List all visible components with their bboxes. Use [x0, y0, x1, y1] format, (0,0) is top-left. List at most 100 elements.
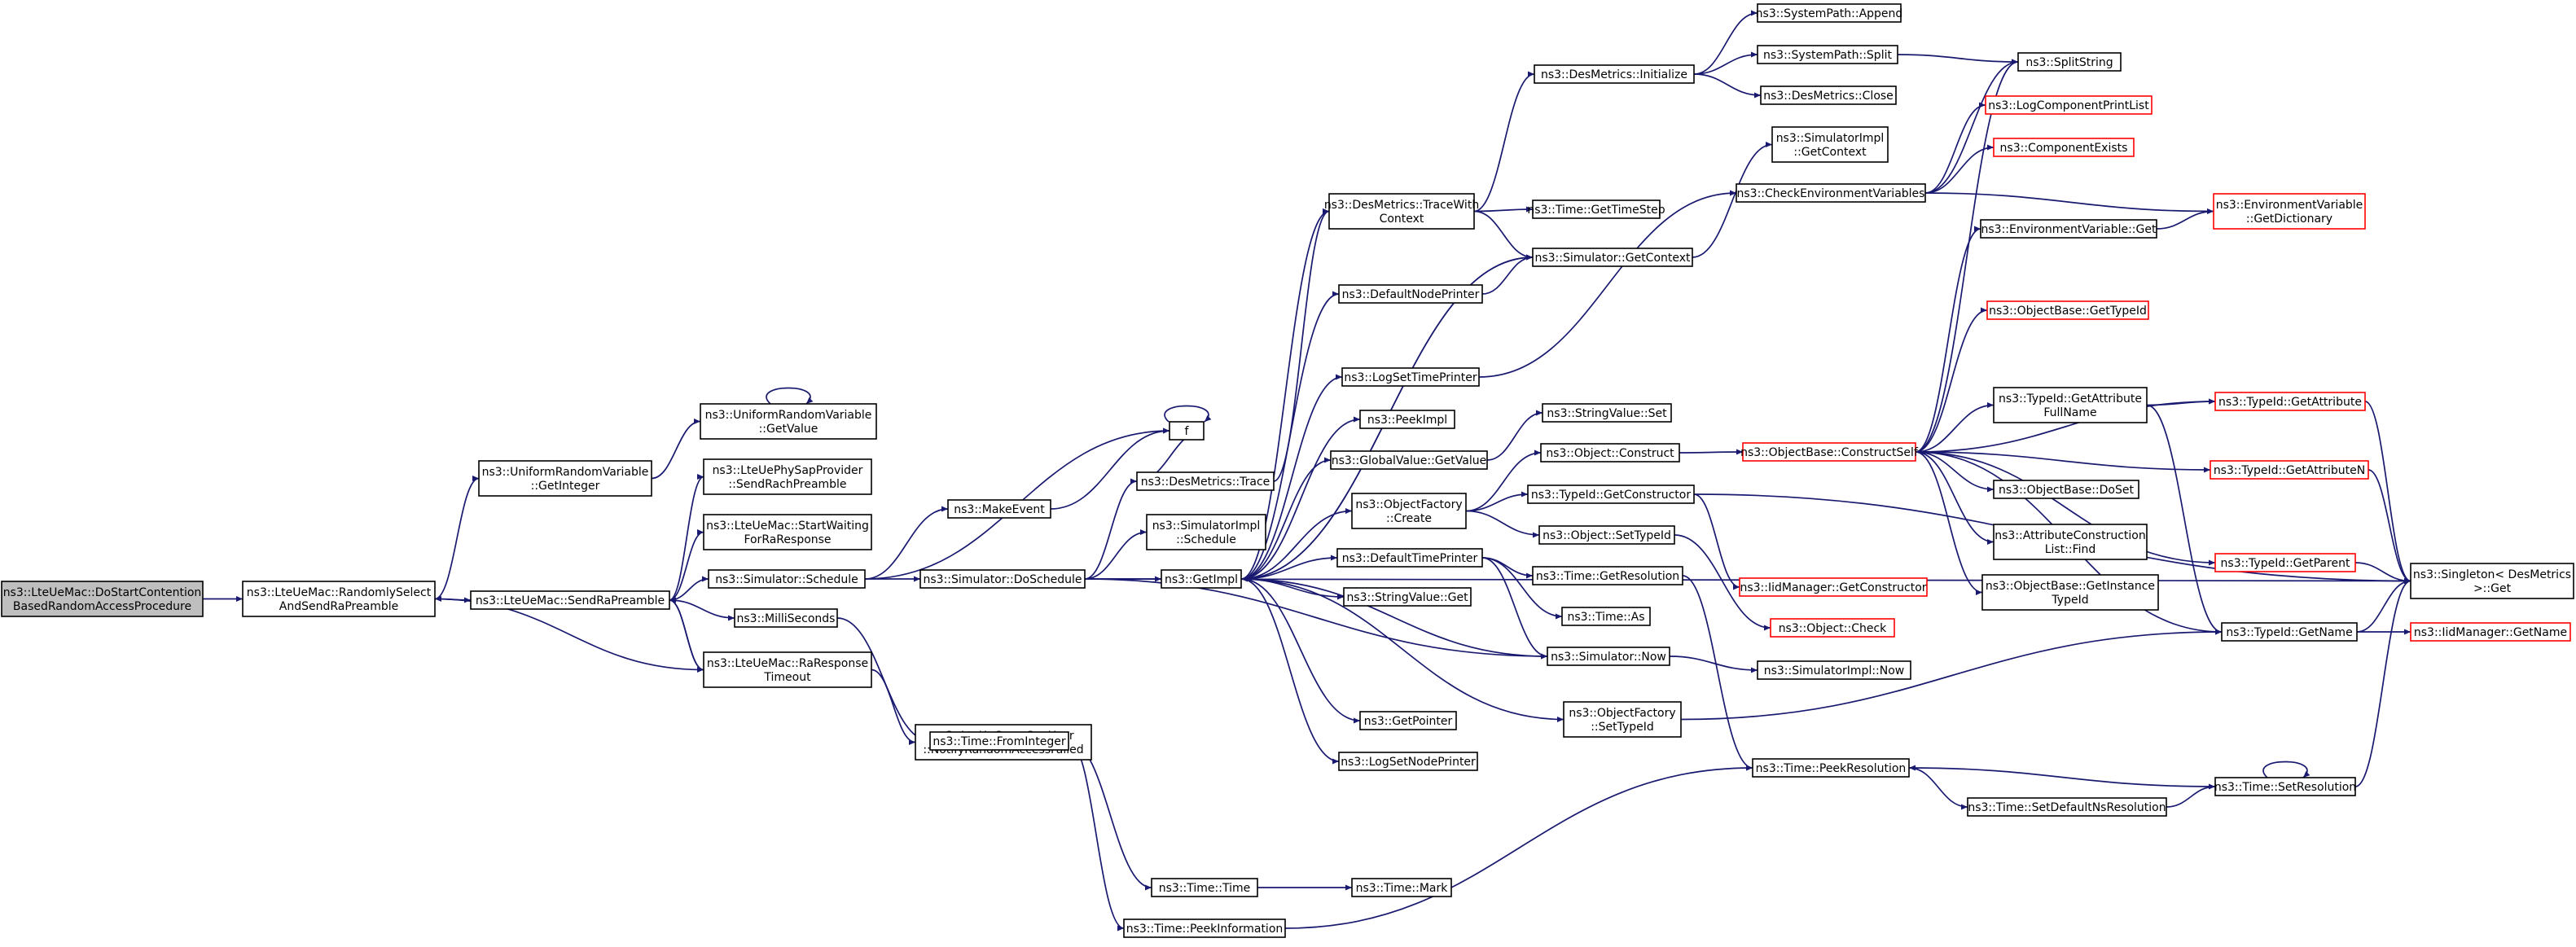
node-ns3-stringvalue-get[interactable]: ns3::StringValue::Get [1343, 587, 1472, 607]
node-ns3-objectfactory-settypeid[interactable]: ns3::ObjectFactory::SetTypeId [1563, 701, 1682, 738]
node-ns3-object-check[interactable]: ns3::Object::Check [1770, 618, 1895, 638]
node-ns3-simulator-schedule[interactable]: ns3::Simulator::Schedule [708, 569, 866, 589]
node-label: ::GetDictionary [2246, 213, 2332, 226]
node-box [1538, 525, 1675, 545]
node-ns3-checkenvironmentvariables[interactable]: ns3::CheckEnvironmentVariables [1736, 183, 1926, 203]
node-ns3-time-as[interactable]: ns3::Time::As [1561, 607, 1651, 626]
node-ns3-logsetnodeprinter[interactable]: ns3::LogSetNodePrinter [1338, 752, 1478, 771]
node-ns3-typeid-getattributen[interactable]: ns3::TypeId::GetAttributeN [2210, 460, 2369, 480]
node-ns3-time-setresolution[interactable]: ns3::Time::SetResolution [2214, 777, 2356, 796]
node-ns3-simulatorimpl-getcontext[interactable]: ns3::SimulatorImpl::GetContext [1771, 126, 1889, 163]
node-ns3-objectbase-constructself[interactable]: ns3::ObjectBase::ConstructSelf [1740, 442, 1919, 462]
node-label: ns3::UniformRandomVariable [482, 466, 649, 479]
node-label: BasedRandomAccessProcedure [13, 600, 191, 613]
node-ns3-simulator-getcontext[interactable]: ns3::Simulator::GetContext [1532, 248, 1693, 267]
node-ns3-peekimpl[interactable]: ns3::PeekImpl [1359, 410, 1455, 429]
node-label: ::SendRachPreamble [728, 478, 846, 491]
node-ns3-time-gettimestep[interactable]: ns3::Time::GetTimeStep [1527, 199, 1665, 219]
node-label: ns3::LteUeMac::RandomlySelect [247, 586, 432, 599]
node-ns3-typeid-getname[interactable]: ns3::TypeId::GetName [2221, 622, 2358, 642]
node-ns3-time-setdefaultnsresolution[interactable]: ns3::Time::SetDefaultNsResolution [1967, 797, 2167, 817]
node-ns3-objectbase-doset[interactable]: ns3::ObjectBase::DoSet [1993, 480, 2139, 499]
call-edge [2356, 577, 2411, 633]
node-ns3-componentexists[interactable]: ns3::ComponentExists [1993, 138, 2135, 157]
node-ns3-globalvalue-getvalue[interactable]: ns3::GlobalValue::GetValue [1330, 450, 1488, 470]
node-ns3-desmetrics-trace[interactable]: ns3::DesMetrics::Trace [1136, 471, 1275, 491]
call-edge [1240, 457, 1332, 580]
node-ns3-time-getresolution[interactable]: ns3::Time::GetResolution [1532, 566, 1683, 585]
node-ns3-iidmanager-getconstructor[interactable]: ns3::IidManager::GetConstructor [1739, 577, 1928, 597]
node-label: ns3::LogComponentPrintList [1988, 99, 2149, 112]
node-box [1736, 183, 1926, 203]
node-ns3-objectfactory-create[interactable]: ns3::ObjectFactory::Create [1351, 493, 1467, 529]
node-box [2213, 193, 2366, 230]
node-ns3-typeid-getconstructor[interactable]: ns3::TypeId::GetConstructor [1527, 484, 1695, 504]
node-label: ns3::DefaultTimePrinter [1342, 552, 1478, 565]
node-label: ns3::ObjectBase::GetTypeId [1989, 305, 2147, 318]
node-ns3-uniformrandomvariable-getinteger[interactable]: ns3::UniformRandomVariable::GetInteger [478, 460, 652, 497]
node-ns3-typeid-getattribute[interactable]: ns3::TypeId::GetAttribute [2214, 392, 2366, 411]
node-ns3-simulator-now[interactable]: ns3::Simulator::Now [1547, 647, 1670, 666]
node-ns3-getimpl[interactable]: ns3::GetImpl [1161, 569, 1242, 589]
node-box [1351, 493, 1467, 529]
node-box [242, 581, 436, 617]
node-ns3-desmetrics-initialize[interactable]: ns3::DesMetrics::Initialize [1534, 64, 1695, 84]
call-edge [1284, 765, 1753, 929]
node-ns3-object-construct[interactable]: ns3::Object::Construct [1540, 443, 1680, 463]
call-edge [1068, 740, 1152, 891]
node-ns3-singleton-desmetrics-get[interactable]: ns3::Singleton< DesMetrics>::Get [2410, 563, 2574, 599]
node-ns3-typeid-getparent[interactable]: ns3::TypeId::GetParent [2214, 553, 2356, 572]
node-ns3-time-peekinformation[interactable]: ns3::Time::PeekInformation [1123, 919, 1286, 938]
node-ns3-lteuemac-sendrapreamble[interactable]: ns3::LteUeMac::SendRaPreamble [470, 590, 670, 610]
node-ns3-defaulttimeprinter[interactable]: ns3::DefaultTimePrinter [1336, 548, 1483, 568]
node-ns3-time-mark[interactable]: ns3::Time::Mark [1351, 878, 1452, 897]
node-ns3-stringvalue-set[interactable]: ns3::StringValue::Set [1542, 403, 1672, 423]
node-ns3-makeevent[interactable]: ns3::MakeEvent [947, 499, 1051, 519]
call-edge [1240, 576, 1548, 657]
node-ns3-time-frominteger[interactable]: ns3::Time::FromInteger [929, 731, 1069, 751]
call-edge [1908, 765, 2216, 787]
node-ns3-lteuephysapprovider-sendrachpreamble[interactable]: ns3::LteUePhySapProvider::SendRachPreamb… [703, 458, 872, 495]
node-ns3-iidmanager-getname[interactable]: ns3::IidManager::GetName [2410, 622, 2571, 642]
node-ns3-simulator-doschedule[interactable]: ns3::Simulator::DoSchedule [919, 569, 1086, 589]
node-ns3-splitstring[interactable]: ns3::SplitString [2017, 52, 2122, 72]
node-ns3-object-settypeid[interactable]: ns3::Object::SetTypeId [1538, 525, 1675, 545]
node-box [1993, 480, 2139, 499]
node-ns3-lteuemac-dostartcontentionbasedrandomaccessprocedure[interactable]: ns3::LteUeMac::DoStartContentionBasedRan… [1, 581, 204, 617]
node-ns3-milliseconds[interactable]: ns3::MilliSeconds [734, 608, 838, 628]
node-ns3-environmentvariable-getdictionary[interactable]: ns3::EnvironmentVariable::GetDictionary [2213, 193, 2366, 230]
node-ns3-environmentvariable-get[interactable]: ns3::EnvironmentVariable::Get [1980, 219, 2157, 239]
node-ns3-systempath-append[interactable]: ns3::SystemPath::Append [1756, 3, 1903, 23]
node-ns3-lteuemac-randomlyselectandsendrapreamble[interactable]: ns3::LteUeMac::RandomlySelectAndSendRaPr… [242, 581, 436, 617]
node-ns3-desmetrics-close[interactable]: ns3::DesMetrics::Close [1760, 85, 1897, 105]
node-label: ns3::SimulatorImpl [1776, 132, 1885, 145]
node-ns3-time-time[interactable]: ns3::Time::Time [1151, 878, 1258, 897]
node-ns3-defaultnodeprinter[interactable]: ns3::DefaultNodePrinter [1338, 284, 1483, 304]
node-ns3-systempath-split[interactable]: ns3::SystemPath::Split [1757, 45, 1898, 64]
node-ns3-simulatorimpl-now[interactable]: ns3::SimulatorImpl::Now [1757, 660, 1911, 680]
node-box [1993, 387, 2148, 423]
node-ns3-logcomponentprintlist[interactable]: ns3::LogComponentPrintList [1985, 95, 2153, 115]
call-edge [1240, 208, 1330, 580]
node-label: AndSendRaPreamble [279, 600, 398, 613]
node-ns3-logsettimeprinter[interactable]: ns3::LogSetTimePrinter [1341, 367, 1480, 387]
node-ns3-time-peekresolution[interactable]: ns3::Time::PeekResolution [1752, 758, 1910, 778]
node-ns3-uniformrandomvariable-getvalue[interactable]: ns3::UniformRandomVariable::GetValue [700, 403, 877, 440]
call-edge [871, 669, 916, 746]
node-ns3-objectbase-gettypeid[interactable]: ns3::ObjectBase::GetTypeId [1986, 300, 2149, 320]
node-box [947, 499, 1051, 519]
node-ns3-getpointer[interactable]: ns3::GetPointer [1359, 711, 1457, 730]
node-label: ns3::Time::FromInteger [933, 735, 1065, 748]
node-ns3-simulatorimpl-schedule[interactable]: ns3::SimulatorImpl::Schedule [1146, 514, 1266, 550]
node-f[interactable]: f [1169, 421, 1205, 441]
node-box [703, 458, 872, 495]
node-label: ns3::Simulator::Now [1551, 651, 1666, 664]
node-label: ns3::Simulator::GetContext [1534, 252, 1691, 265]
call-edge [2146, 404, 2223, 635]
